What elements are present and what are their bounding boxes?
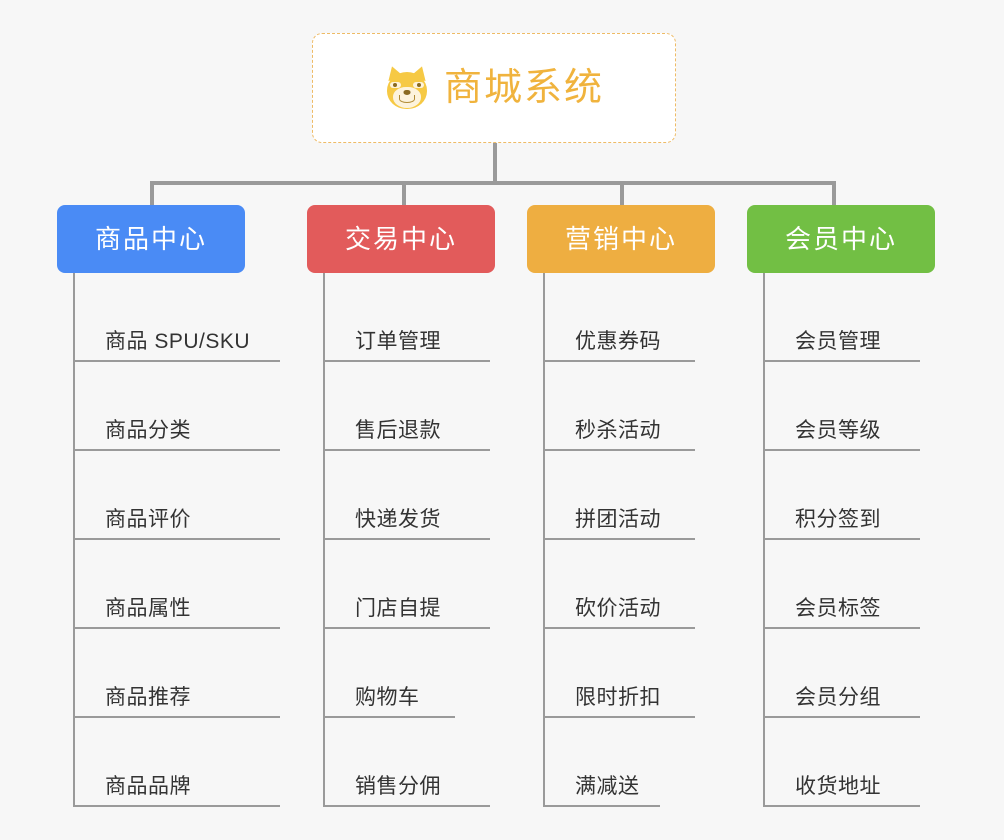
category-box-4[interactable]: 会员中心 xyxy=(747,205,935,273)
leaf-item-label: 拼团活动 xyxy=(575,508,661,531)
connector-horizontal-bus xyxy=(150,181,834,185)
leaf-item-label: 商品评价 xyxy=(105,508,191,531)
leaf-item[interactable]: 拼团活动 xyxy=(545,451,695,540)
leaf-item-label: 商品推荐 xyxy=(105,686,191,709)
category-label: 营销中心 xyxy=(564,224,677,254)
leaf-item[interactable]: 销售分佣 xyxy=(325,718,490,807)
leaf-item[interactable]: 售后退款 xyxy=(325,362,490,451)
category-label: 交易中心 xyxy=(344,224,457,254)
connector-root-stem xyxy=(493,143,497,183)
leaf-item-label: 订单管理 xyxy=(355,330,441,353)
leaf-item[interactable]: 门店自提 xyxy=(325,540,490,629)
connector-trunk-2 xyxy=(323,273,325,807)
category-label: 商品中心 xyxy=(94,224,207,254)
leaf-item-label: 会员标签 xyxy=(795,597,881,620)
leaf-item-label: 收货地址 xyxy=(795,775,881,798)
leaf-item[interactable]: 限时折扣 xyxy=(545,629,695,718)
connector-drop-3 xyxy=(620,181,624,207)
leaf-item[interactable]: 收货地址 xyxy=(765,718,920,807)
leaf-item-label: 秒杀活动 xyxy=(575,419,661,442)
leaf-item-label: 购物车 xyxy=(355,686,420,709)
connector-drop-2 xyxy=(402,181,406,207)
connector-trunk-3 xyxy=(543,273,545,807)
leaf-item-label: 满减送 xyxy=(575,775,640,798)
leaf-item-label: 快递发货 xyxy=(355,508,441,531)
root-title: 商城系统 xyxy=(443,67,604,109)
leaf-item-label: 优惠券码 xyxy=(575,330,661,353)
leaf-item[interactable]: 会员等级 xyxy=(765,362,920,451)
category-box-1[interactable]: 商品中心 xyxy=(57,205,245,273)
leaf-item-label: 门店自提 xyxy=(355,597,441,620)
leaf-item-label: 商品属性 xyxy=(105,597,191,620)
leaf-item[interactable]: 快递发货 xyxy=(325,451,490,540)
connector-trunk-4 xyxy=(763,273,765,807)
shiba-dog-face-icon xyxy=(384,63,430,111)
leaf-item[interactable]: 优惠券码 xyxy=(545,273,695,362)
leaf-item[interactable]: 会员标签 xyxy=(765,540,920,629)
leaf-item-label: 砍价活动 xyxy=(575,597,661,620)
leaf-item-label: 商品分类 xyxy=(105,419,191,442)
leaf-item[interactable]: 商品分类 xyxy=(75,362,280,451)
category-label: 会员中心 xyxy=(784,224,897,254)
leaf-item-label: 积分签到 xyxy=(795,508,881,531)
leaf-item-label: 会员分组 xyxy=(795,686,881,709)
leaf-item-label: 商品 SPU/SKU xyxy=(105,330,251,353)
leaf-item[interactable]: 商品 SPU/SKU xyxy=(75,273,280,362)
leaf-item[interactable]: 秒杀活动 xyxy=(545,362,695,451)
leaf-item-label: 销售分佣 xyxy=(355,775,441,798)
category-box-3[interactable]: 营销中心 xyxy=(527,205,715,273)
leaf-item[interactable]: 砍价活动 xyxy=(545,540,695,629)
leaf-item[interactable]: 商品推荐 xyxy=(75,629,280,718)
leaf-item[interactable]: 购物车 xyxy=(325,629,455,718)
leaf-item-label: 限时折扣 xyxy=(575,686,661,709)
connector-drop-4 xyxy=(832,181,836,207)
leaf-item[interactable]: 满减送 xyxy=(545,718,660,807)
leaf-item[interactable]: 订单管理 xyxy=(325,273,490,362)
connector-trunk-1 xyxy=(73,273,75,807)
leaf-item-label: 商品品牌 xyxy=(105,775,191,798)
leaf-item-label: 售后退款 xyxy=(355,419,441,442)
leaf-item-label: 会员管理 xyxy=(795,330,881,353)
leaf-item[interactable]: 会员分组 xyxy=(765,629,920,718)
leaf-item[interactable]: 积分签到 xyxy=(765,451,920,540)
leaf-item[interactable]: 会员管理 xyxy=(765,273,920,362)
category-box-2[interactable]: 交易中心 xyxy=(307,205,495,273)
leaf-item[interactable]: 商品属性 xyxy=(75,540,280,629)
leaf-item[interactable]: 商品品牌 xyxy=(75,718,280,807)
leaf-item[interactable]: 商品评价 xyxy=(75,451,280,540)
root-node[interactable]: 商城系统 xyxy=(312,33,676,143)
leaf-item-label: 会员等级 xyxy=(795,419,881,442)
connector-drop-1 xyxy=(150,181,154,207)
